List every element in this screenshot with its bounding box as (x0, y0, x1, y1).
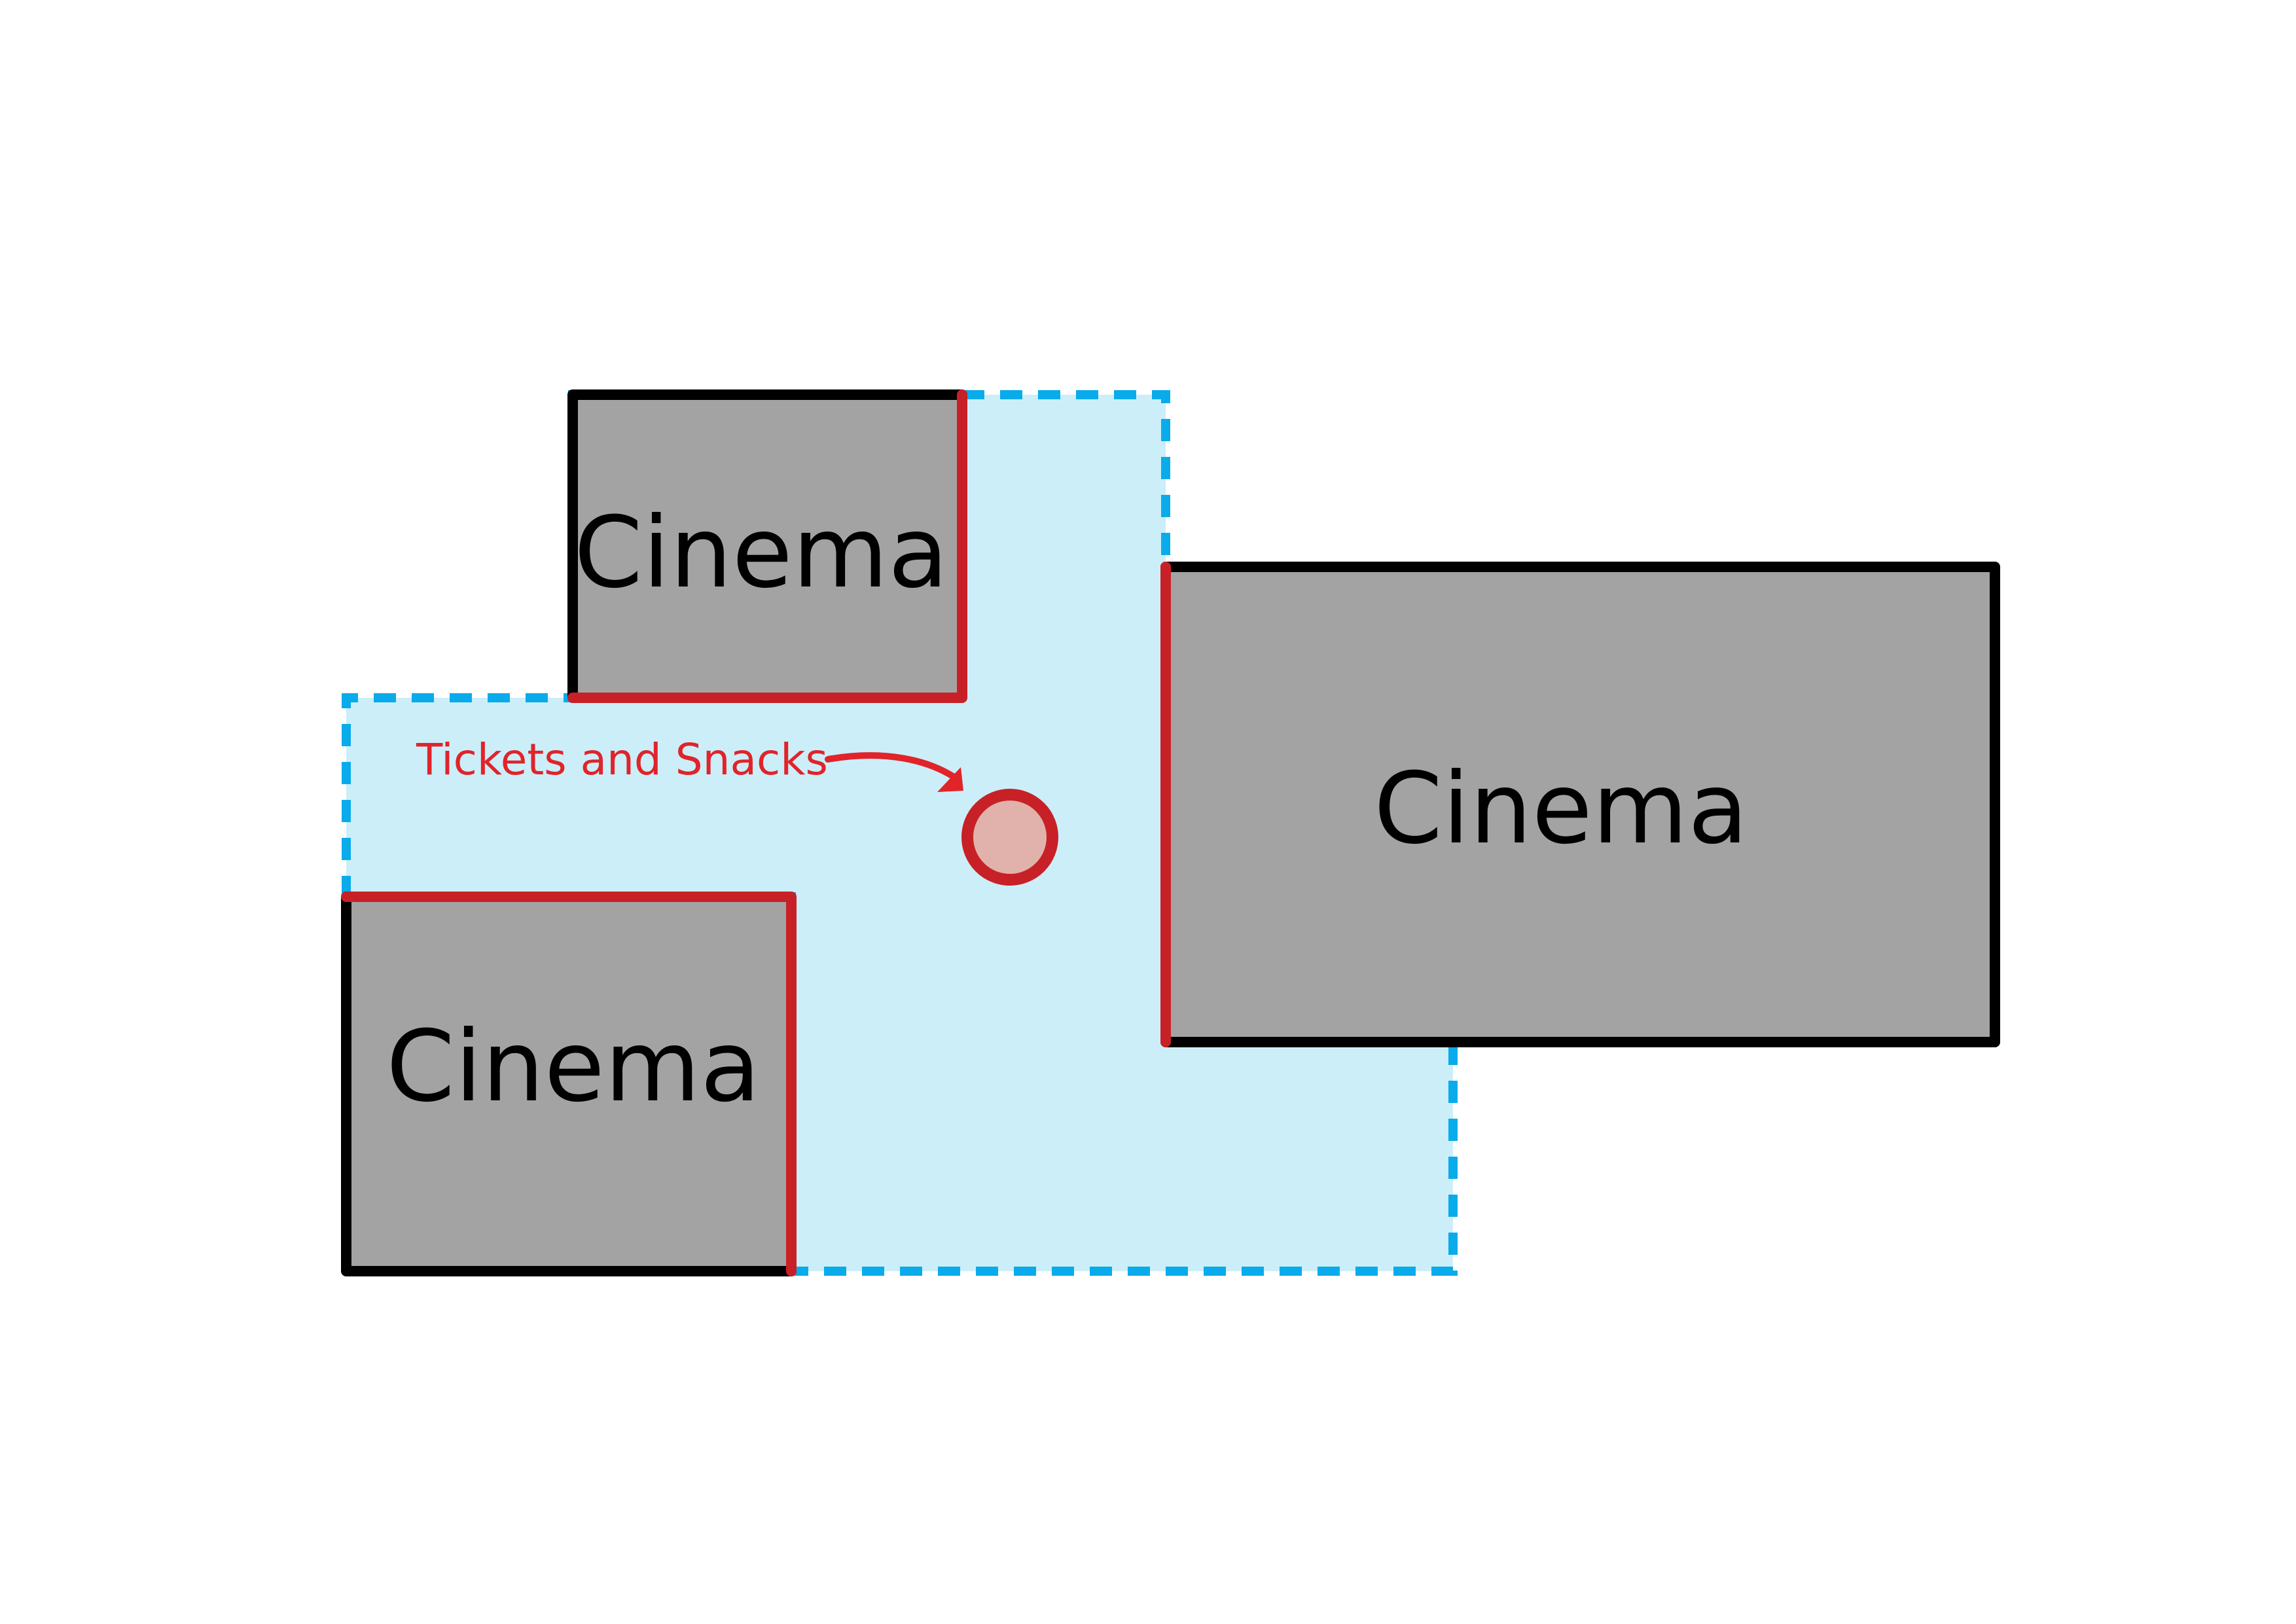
circle-marker-icon (961, 789, 1058, 886)
cinema-top-label: Cinema (574, 496, 948, 610)
cinema-top-entrance-wall (567, 389, 967, 703)
cinema-bottom-left: Cinema (341, 892, 797, 1276)
cinema-right-label: Cinema (1374, 752, 1748, 866)
cinema-bottom-left-label: Cinema (386, 1010, 761, 1124)
cinema-top-wall (567, 389, 967, 703)
callout-label: Tickets and Snacks (416, 734, 828, 785)
cinema-right: Cinema (1160, 562, 2000, 1047)
cinema-right-room (1166, 567, 1995, 1042)
cinema-bottom-left-wall (341, 892, 797, 1276)
cinema-bottom-left-entrance-wall (341, 892, 797, 1276)
cinema-bottom-left-room (346, 897, 791, 1271)
cinema-top: Cinema (567, 389, 967, 703)
cinema-right-wall (1160, 562, 2000, 1047)
cinema-top-room (573, 395, 962, 698)
curved-arrow-icon (825, 752, 963, 792)
